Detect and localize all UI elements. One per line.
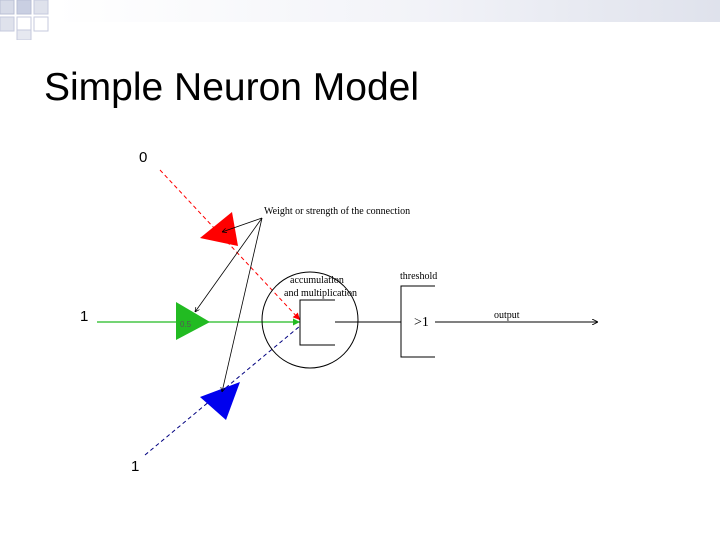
weight-value-label: 0.5: [180, 320, 192, 329]
threshold-box: [400, 285, 435, 358]
output-label: output: [494, 310, 520, 321]
input-label-top: 0: [139, 149, 147, 166]
deco-square: [33, 16, 49, 32]
caption-pointer-green: [195, 217, 263, 312]
threshold-label: threshold: [400, 271, 437, 282]
accumulation-label-line2: and multiplication: [284, 288, 357, 299]
deco-square: [33, 0, 49, 15]
input-label-bottom: 1: [131, 458, 139, 475]
caption-pointer-red: [222, 217, 263, 232]
blue-weight-triangle: [200, 382, 240, 420]
deco-squares-group: [0, 0, 49, 40]
neuron-body-circle: [261, 271, 359, 369]
accumulation-label-line1: accumulation: [290, 275, 344, 286]
green-weight-triangle: [176, 302, 210, 340]
accumulation-box: [299, 299, 335, 346]
deco-square: [0, 0, 15, 15]
deco-square: [0, 16, 15, 32]
red-input-line: [159, 169, 301, 321]
header-decoration: [0, 0, 720, 40]
threshold-value: >1: [414, 315, 429, 330]
deco-square: [16, 0, 32, 15]
weight-caption: Weight or strength of the connection: [264, 206, 410, 217]
caption-pointer-blue: [222, 217, 263, 392]
deco-square: [16, 29, 32, 40]
slide-title: Simple Neuron Model: [44, 66, 420, 109]
input-label-middle: 1: [80, 308, 88, 325]
header-gradient-bar: [55, 0, 720, 22]
red-weight-triangle: [200, 212, 238, 246]
